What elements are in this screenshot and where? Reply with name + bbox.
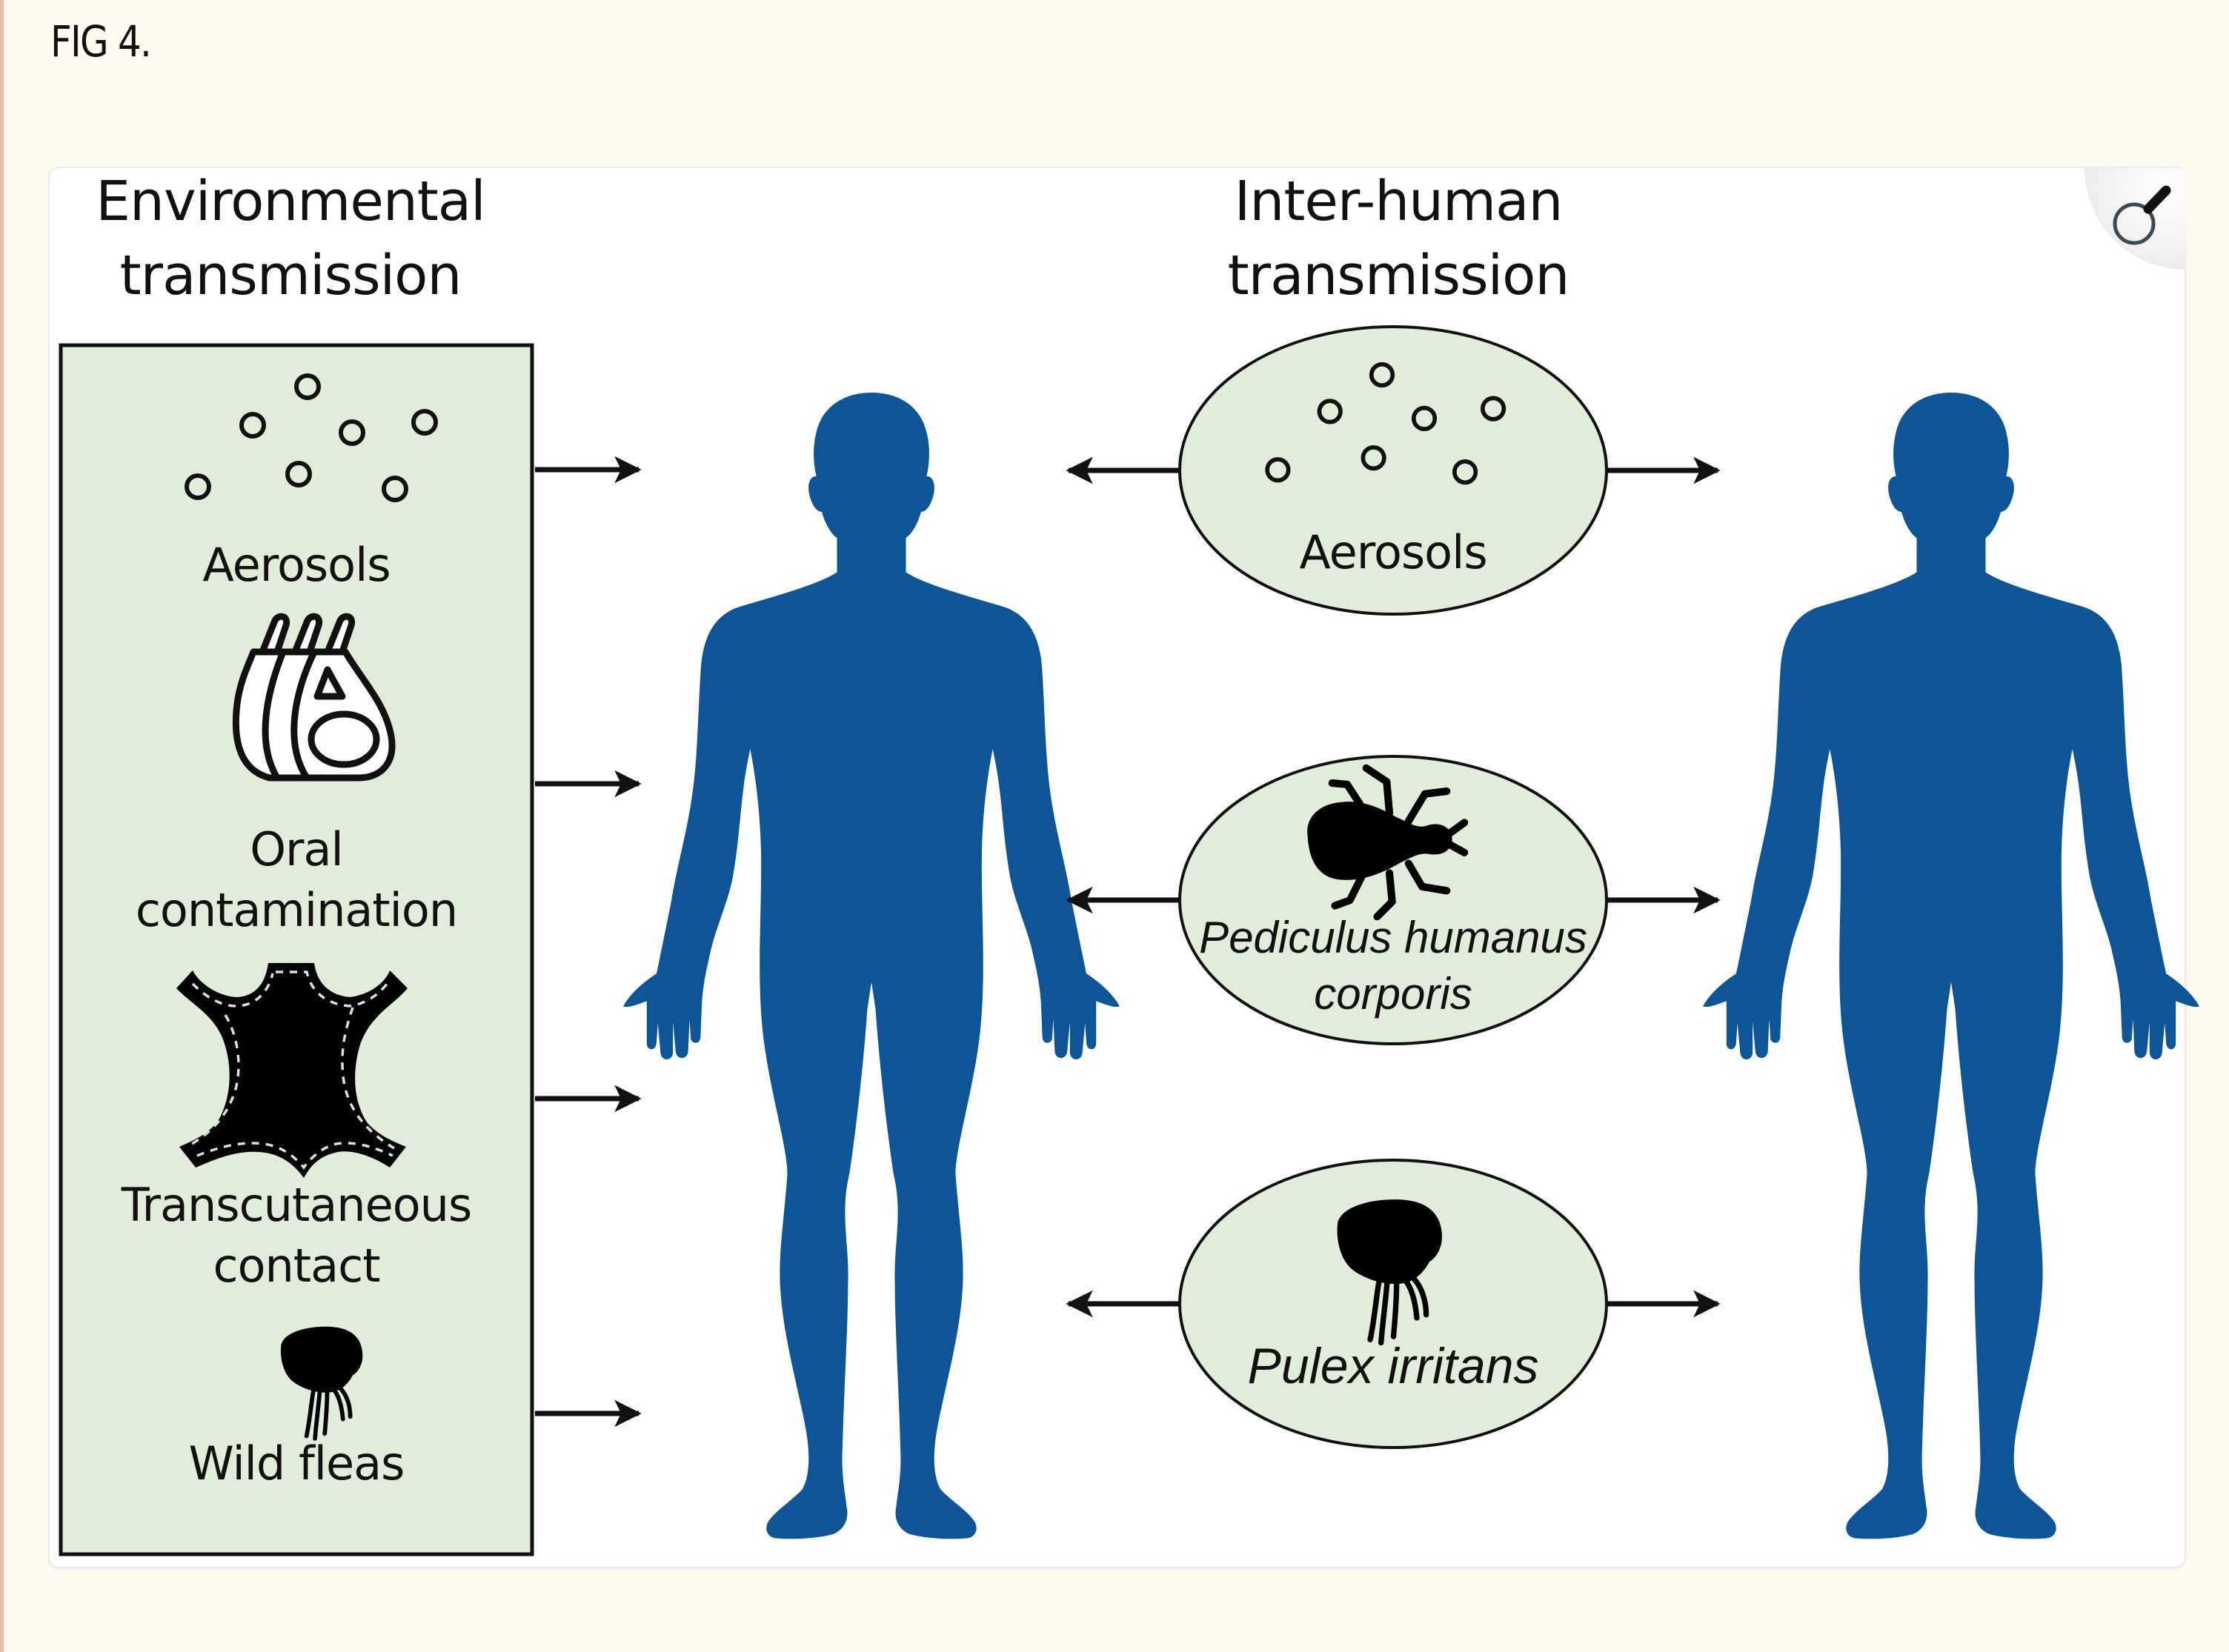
inter-label-aerosols: Aerosols — [1171, 522, 1615, 583]
label-line: Transcutaneous — [121, 1178, 473, 1232]
label-line: contact — [213, 1239, 380, 1293]
inter-label-pediculus: Pediculus humanus corporis — [1171, 910, 1615, 1022]
title-line: transmission — [1227, 244, 1570, 307]
route-label-transcutaneous-contact: Transcutaneous contact — [74, 1175, 519, 1296]
human-silhouette-left — [623, 393, 1120, 1539]
human-silhouette-right — [1703, 393, 2199, 1539]
page-edge-strip — [0, 0, 4, 1652]
route-label-aerosols: Aerosols — [74, 535, 519, 596]
label-line: Aerosols — [202, 538, 391, 592]
leather-hide-icon — [176, 963, 408, 1178]
magnifier-icon — [2113, 185, 2171, 245]
route-label-oral-contamination: Oral contamination — [74, 819, 519, 941]
figure-label: FIG 4. — [50, 16, 152, 67]
label-line: contamination — [135, 883, 458, 937]
environmental-transmission-title: Environmental transmission — [68, 164, 513, 313]
label-line: Wild fleas — [188, 1436, 405, 1491]
title-line: transmission — [119, 244, 462, 307]
label-line: Pulex irritans — [1247, 1338, 1539, 1394]
inter-label-pulex: Pulex irritans — [1171, 1338, 1615, 1394]
title-line: Environmental — [96, 170, 485, 233]
meat-rack-icon — [232, 613, 396, 782]
label-line: corporis — [1314, 969, 1472, 1019]
label-line: Aerosols — [1299, 525, 1487, 579]
label-line: Oral — [250, 822, 344, 876]
inter-human-transmission-title: Inter-human transmission — [1176, 164, 1621, 313]
label-line: Pediculus humanus — [1199, 913, 1587, 962]
route-label-wild-fleas: Wild fleas — [74, 1433, 519, 1494]
zoom-figure-button[interactable] — [2085, 168, 2186, 270]
title-line: Inter-human — [1234, 170, 1564, 233]
